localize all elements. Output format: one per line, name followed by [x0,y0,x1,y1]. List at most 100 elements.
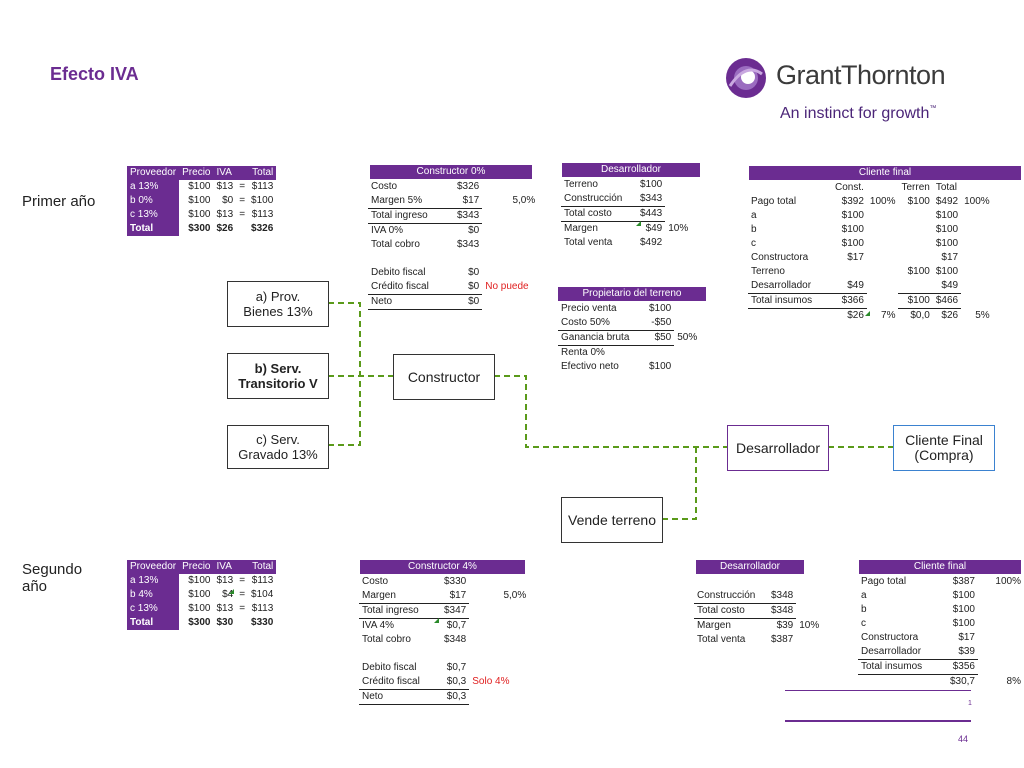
cell [898,223,932,237]
cell: $0,3 [441,675,470,690]
cell: b [861,604,867,615]
col-header: Proveedor [127,166,180,180]
cell [368,252,454,266]
comment-marker-icon [229,589,234,594]
cell: No puede [485,281,529,293]
cell: Terreno [751,266,785,277]
table-row: c$100$100 [748,237,993,251]
cell [454,252,482,266]
cell: $343 [457,239,480,250]
cell: IVA 0% [371,225,404,236]
cell [796,589,822,604]
table-row: Total ingreso$343 [368,208,538,224]
cell: $326 [251,223,274,234]
cell: $13 [216,181,234,192]
cell [482,295,538,310]
cell: = [239,181,246,192]
cell: c [861,618,866,629]
cell: $100 [649,361,672,372]
cell: 100% [869,196,896,207]
cell [469,690,529,705]
cell: $347 [441,603,470,619]
cell [898,279,933,294]
col-header: Const. [835,182,864,193]
cell [674,360,700,374]
cell [674,302,700,316]
table-row: c 13% $100 $13 = $113 [127,602,276,616]
cell [978,617,1024,631]
cell: $100 [935,266,959,277]
cell: Total cobro [362,634,411,645]
table-row: c $100 [858,617,1024,631]
cell: Neto [359,689,441,705]
cell: b 4% [127,588,180,602]
table-row: Costo 50%-$50 [558,316,700,331]
cell [978,631,1024,645]
cell [978,645,1024,660]
cell: $348 [768,589,797,604]
cell: Margen [697,620,731,631]
cell: $0 [222,195,234,206]
cell: Margen [359,589,441,604]
cell [441,647,469,661]
cell: Renta 0% [561,347,605,358]
col-header [748,181,832,195]
cell: c 13% [127,208,180,222]
cell: = [239,209,246,220]
cell: $13 [216,209,234,220]
proveedor-table-y2: Proveedor Precio IVA Total a 13% $100 $1… [127,560,277,630]
cell [674,316,700,331]
table-row: a$100 [858,589,1024,603]
cell [469,575,529,589]
cell: $100 [188,575,211,586]
table-row: Debito fiscal $0,7 [359,661,529,675]
table-row: Constructora$17$17 [748,251,993,265]
cell [359,647,441,661]
cell: = [239,575,246,586]
table-row: Terreno$100$100 [748,265,993,279]
cell: $100 [952,618,975,629]
comment-marker-icon [434,618,439,623]
table-row: Desarrollador$39 [858,645,1024,660]
cell: c 13% [127,602,180,616]
col-header [867,181,899,195]
col-header: Precio [179,560,214,574]
cell: Debito fiscal [362,662,417,673]
cell [898,251,932,265]
cell: $100 [640,179,663,190]
table-row: a 13% $100 $13 = $113 [127,180,276,194]
cell: $113 [251,603,274,614]
desarrollador-y2-title: Desarrollador [696,560,804,574]
cell [646,346,674,361]
cell: 100% [995,576,1021,587]
cell: $26 [216,223,234,234]
table-row: Total cobro$343 [368,238,538,252]
col-header [236,560,249,574]
cell [832,265,867,279]
cell: $330 [444,576,467,587]
table-row: b 4% $100 $4 = $104 [127,588,276,602]
comment-marker-icon [636,221,641,226]
cell: Costo 50% [558,316,646,331]
page-number: 44 [958,734,969,744]
table-row: Total ingreso$347 [359,603,529,619]
cell: $0,7 [446,662,467,673]
cell: Total [127,616,180,630]
cell: Desarrollador [858,645,942,660]
table-row: Terreno$100 [561,178,691,192]
col-header: Total [248,166,277,180]
cliente-y2-title: Cliente final [859,560,1021,574]
cell: $49 [832,279,867,294]
prov-a-box: a) Prov. Bienes 13% [227,281,329,327]
cell: $0 [454,280,483,295]
table-row: Construcción$348 [694,589,822,604]
cell: 10% [668,222,689,234]
cell: $0 [468,225,480,236]
cell: Constructora [861,632,919,643]
cell: $100 [952,590,975,601]
